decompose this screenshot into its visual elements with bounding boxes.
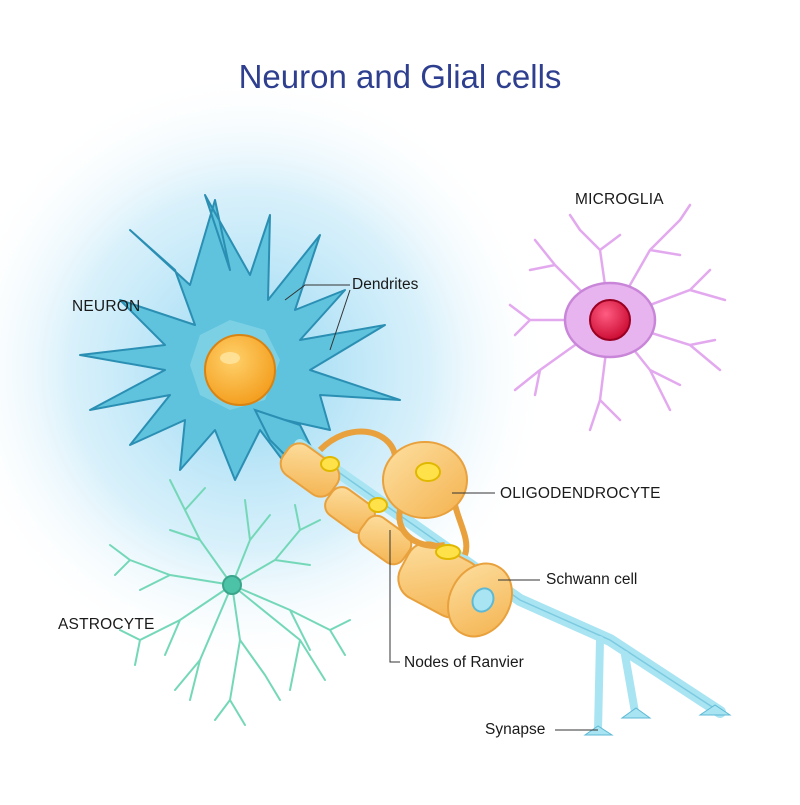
label-leader-lines: [284, 284, 598, 731]
oligodendrocyte-cell: [317, 428, 470, 560]
neuron-nucleus: [204, 334, 276, 406]
page-title: Neuron and Glial cells: [238, 58, 562, 95]
neuron-cell: [79, 194, 401, 481]
label-astrocyte: ASTROCYTE: [58, 616, 155, 633]
microglia-nucleus: [589, 299, 631, 341]
label-oligodendrocyte: OLIGODENDROCYTE: [500, 485, 661, 502]
axon: [294, 439, 732, 736]
label-synapse: Synapse: [485, 721, 546, 738]
label-dendrites: Dendrites: [352, 276, 419, 293]
label-microglia: MICROGLIA: [575, 191, 664, 208]
microglia-cell: [508, 203, 727, 432]
label-schwann-cell: Schwann cell: [546, 571, 638, 588]
label-nodes-of-ranvier: Nodes of Ranvier: [404, 654, 524, 671]
astrocyte-cell: [109, 479, 351, 726]
myelin-sheath: [279, 442, 513, 638]
label-neuron: NEURON: [72, 298, 141, 315]
